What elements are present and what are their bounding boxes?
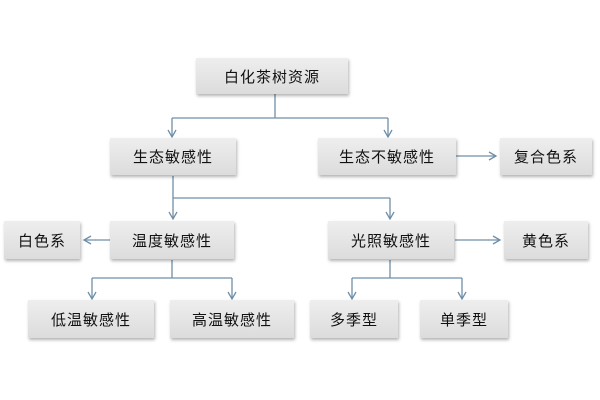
node-yellow-series: 黄色系 bbox=[504, 221, 588, 259]
node-multi-season: 多季型 bbox=[310, 300, 398, 338]
node-high-temp-sensitive: 高温敏感性 bbox=[170, 300, 294, 338]
node-light-sensitive: 光照敏感性 bbox=[328, 221, 454, 259]
node-low-temp-sensitive: 低温敏感性 bbox=[28, 300, 154, 338]
node-temperature-sensitive: 温度敏感性 bbox=[110, 221, 234, 259]
node-root: 白化茶树资源 bbox=[196, 58, 348, 94]
node-eco-sensitive: 生态敏感性 bbox=[110, 138, 236, 175]
node-single-season: 单季型 bbox=[420, 300, 508, 338]
connector-root-split bbox=[172, 94, 388, 119]
node-white-series: 白色系 bbox=[4, 221, 80, 259]
connector-temperature-split bbox=[92, 260, 232, 279]
connector-light-split bbox=[352, 260, 462, 279]
connector-sensitive-split bbox=[172, 176, 390, 199]
node-eco-insensitive: 生态不敏感性 bbox=[318, 138, 456, 175]
node-compound-color: 复合色系 bbox=[500, 138, 592, 175]
